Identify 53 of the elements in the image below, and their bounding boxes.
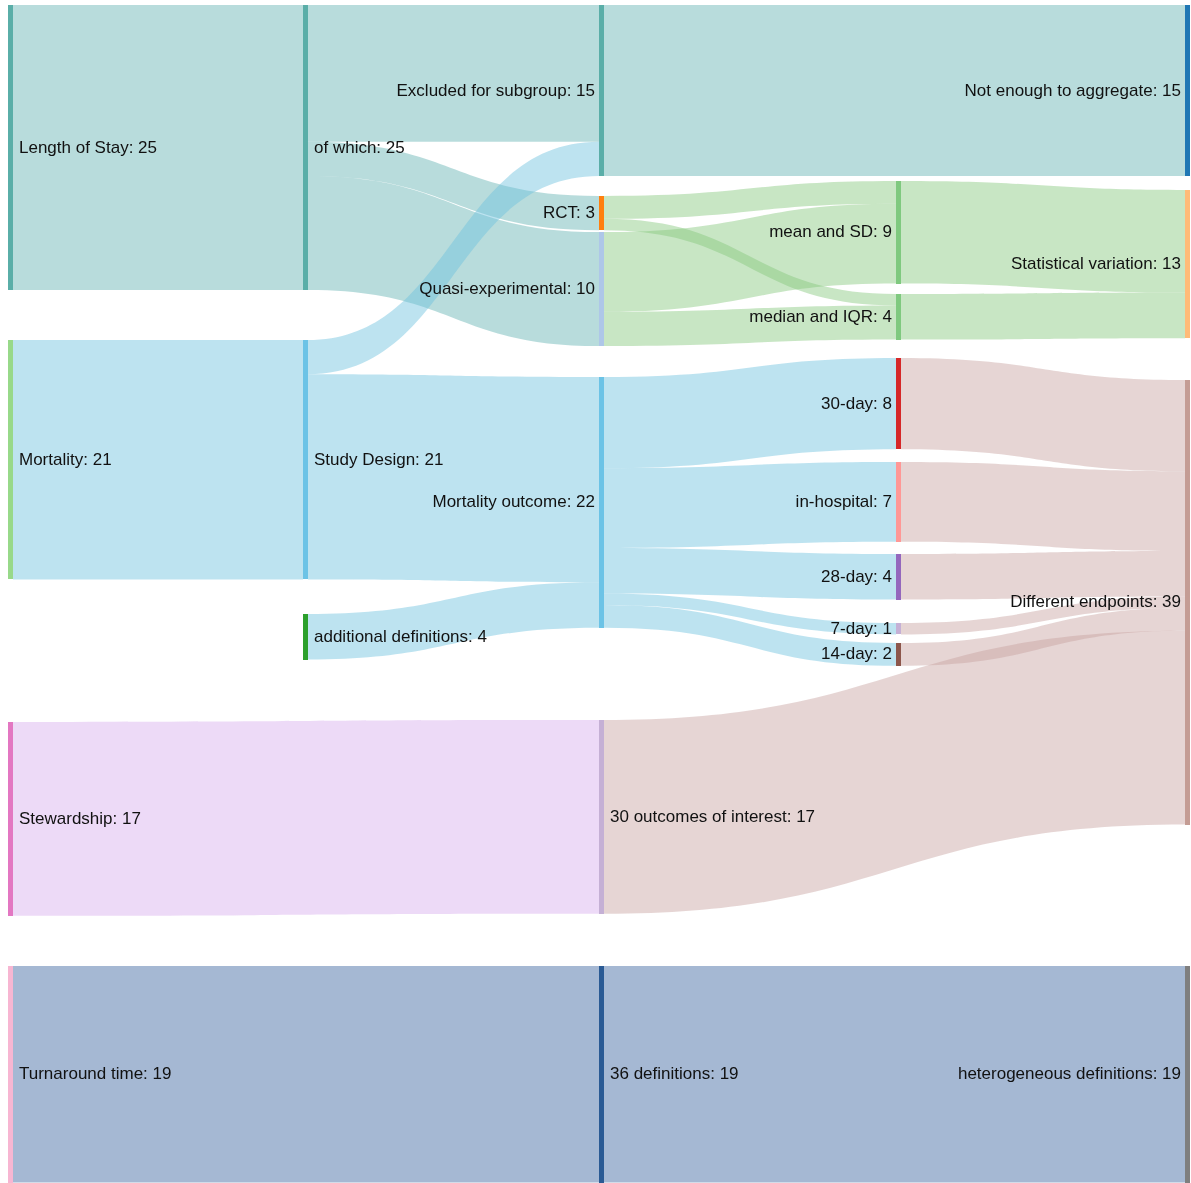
flow-band bbox=[604, 203, 896, 312]
node-label: 30-day: 8 bbox=[821, 393, 892, 414]
flow-band bbox=[604, 181, 896, 219]
node-label: of which: 25 bbox=[314, 137, 405, 158]
flow-band bbox=[604, 5, 1185, 176]
flow-band bbox=[604, 630, 1185, 914]
flow-band bbox=[308, 582, 599, 660]
node-label: in-hospital: 7 bbox=[795, 491, 892, 512]
node-label: 14-day: 2 bbox=[821, 644, 892, 665]
flow-band bbox=[901, 462, 1185, 551]
flow-band bbox=[308, 374, 599, 583]
flow-band bbox=[604, 358, 896, 469]
flow-band bbox=[604, 966, 1185, 1183]
node-label: RCT: 3 bbox=[543, 203, 595, 224]
node-label: Not enough to aggregate: 15 bbox=[964, 80, 1181, 101]
flow-band bbox=[901, 608, 1185, 666]
flow-band bbox=[604, 593, 896, 635]
node-label: 28-day: 4 bbox=[821, 566, 892, 587]
flow-band bbox=[604, 218, 896, 306]
flow-band bbox=[13, 720, 599, 916]
flow-band bbox=[13, 5, 303, 290]
flow-band bbox=[604, 305, 896, 346]
node-label: Turnaround time: 19 bbox=[19, 1064, 172, 1085]
node-label: Quasi-experimental: 10 bbox=[419, 279, 595, 299]
node-label: 7-day: 1 bbox=[830, 618, 892, 639]
flow-band bbox=[901, 292, 1185, 340]
flow-band bbox=[901, 358, 1185, 472]
flow-band bbox=[901, 551, 1185, 600]
node-label: mean and SD: 9 bbox=[769, 222, 892, 243]
node-label: heterogeneous definitions: 19 bbox=[957, 1064, 1181, 1085]
node-label: Statistical variation: 13 bbox=[1010, 254, 1181, 275]
flow-band bbox=[901, 596, 1185, 635]
node-label: 36 definitions: 19 bbox=[610, 1064, 739, 1085]
flow-band bbox=[604, 605, 896, 666]
flow-band bbox=[308, 141, 599, 375]
flow-band bbox=[308, 176, 599, 346]
node-label: Mortality: 21 bbox=[19, 449, 112, 470]
node-label: Study Design: 21 bbox=[314, 449, 444, 470]
flow-band bbox=[308, 5, 599, 142]
flow-band bbox=[901, 181, 1185, 293]
node-label: additional definitions: 4 bbox=[314, 626, 487, 647]
flow-band bbox=[13, 340, 303, 580]
node-label: median and IQR: 4 bbox=[749, 306, 892, 327]
flow-band bbox=[13, 966, 599, 1183]
node-label: 30 outcomes of interest: 17 bbox=[610, 806, 816, 827]
node-label: Length of Stay: 25 bbox=[19, 137, 157, 158]
flow-band bbox=[308, 141, 599, 231]
node-label: Stewardship: 17 bbox=[19, 808, 141, 829]
node-label: Different endpoints: 39 bbox=[1010, 592, 1181, 613]
flow-band bbox=[604, 462, 896, 548]
node-label: Mortality outcome: 22 bbox=[432, 492, 595, 513]
flow-band bbox=[604, 548, 896, 600]
node-label: Excluded for subgroup: 15 bbox=[396, 80, 595, 101]
